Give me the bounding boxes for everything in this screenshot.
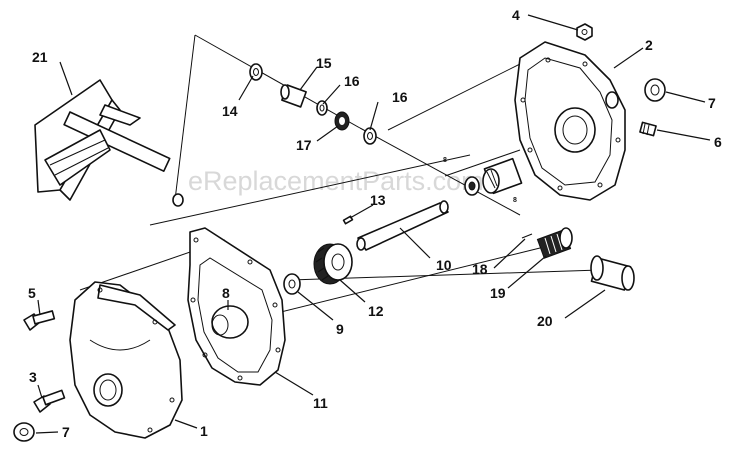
part-21-auger-assembly <box>34 79 184 207</box>
part-6-setscrew <box>639 121 657 137</box>
callout-1: 1 <box>200 423 208 439</box>
part-2-housing-right <box>514 41 626 201</box>
callout-8-b: 8 <box>513 197 517 204</box>
callout-15: 15 <box>316 55 332 71</box>
callout-8-c: 8 <box>222 285 230 301</box>
part-14-washer <box>249 63 263 81</box>
callout-20: 20 <box>537 313 553 329</box>
part-20-bearing <box>590 255 635 291</box>
callout-8-a: 8 <box>443 157 447 164</box>
callout-5: 5 <box>28 285 36 301</box>
callout-12: 12 <box>368 303 384 319</box>
part-10-shaft <box>356 200 449 251</box>
part-11-gasket <box>187 227 286 386</box>
callout-2: 2 <box>645 37 653 53</box>
part-17-seal <box>334 111 350 131</box>
callout-16-b: 16 <box>392 89 408 105</box>
part-16-washer-b <box>363 127 377 145</box>
callout-13: 13 <box>370 192 386 208</box>
part-7-washer-lower <box>13 422 35 442</box>
part-bearing-upper <box>482 157 523 195</box>
callout-14: 14 <box>222 103 238 119</box>
callout-17: 17 <box>296 137 312 153</box>
callout-21: 21 <box>32 49 48 65</box>
callout-19: 19 <box>490 285 506 301</box>
callout-10: 10 <box>436 257 452 273</box>
part-5-bolt <box>23 310 56 331</box>
watermark: eReplacementParts.com <box>188 166 484 196</box>
callout-4: 4 <box>512 7 520 23</box>
part-16-washer-a <box>316 100 328 116</box>
callout-6: 6 <box>714 134 722 150</box>
callout-9: 9 <box>336 321 344 337</box>
callout-3: 3 <box>29 369 37 385</box>
callout-7-lower: 7 <box>62 424 70 440</box>
part-8-washer <box>464 176 480 196</box>
callout-16-a: 16 <box>344 73 360 89</box>
callout-18: 18 <box>472 261 488 277</box>
part-3-bolt <box>33 389 66 413</box>
callout-11: 11 <box>313 395 328 411</box>
part-7-washer-upper <box>644 78 666 102</box>
part-12-gear <box>313 243 353 285</box>
callout-labels: 21 14 15 16 16 17 4 2 7 6 8 8 13 10 18 1… <box>28 7 722 440</box>
part-15-bushing <box>280 84 307 108</box>
leader-lines <box>35 14 711 434</box>
part-18-pin <box>521 233 533 239</box>
callout-7-upper: 7 <box>708 95 716 111</box>
part-1-housing-left <box>69 281 183 439</box>
part-9-washer <box>283 273 301 295</box>
part-4-nut <box>576 23 593 41</box>
part-19-worm <box>536 227 573 259</box>
